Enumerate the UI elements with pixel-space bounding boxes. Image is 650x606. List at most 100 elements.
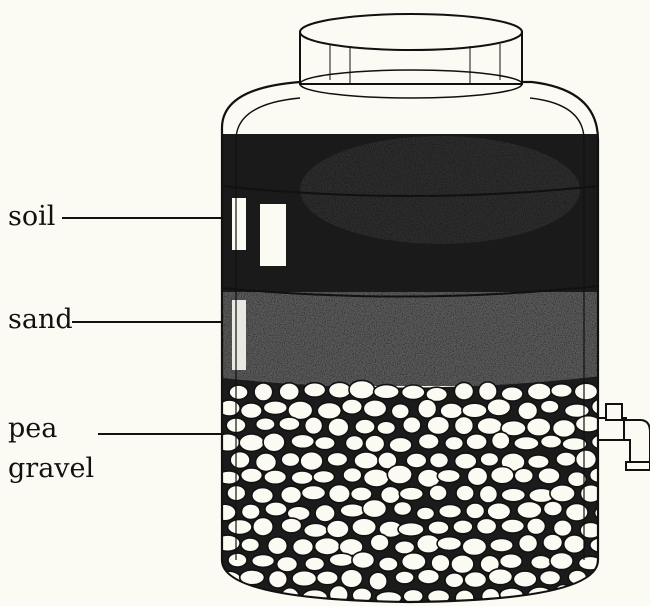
- pebble: [263, 401, 287, 415]
- pebble: [229, 588, 249, 606]
- pebble: [479, 382, 498, 401]
- pebble: [364, 469, 390, 487]
- pebble: [492, 432, 510, 449]
- pebble: [564, 535, 585, 553]
- pebble: [543, 501, 562, 516]
- pebble: [305, 557, 325, 571]
- pebble: [228, 520, 252, 535]
- pebble: [551, 384, 573, 398]
- leader-lines: [62, 218, 222, 434]
- pebble: [398, 523, 424, 537]
- pebble: [479, 485, 497, 503]
- pebble: [527, 418, 551, 436]
- pebble: [365, 435, 385, 452]
- pebble: [281, 453, 300, 467]
- pebble: [315, 538, 340, 555]
- pebble: [268, 537, 288, 555]
- pebble: [462, 403, 487, 418]
- pebble: [328, 418, 349, 437]
- pebble: [379, 557, 398, 571]
- pebble: [514, 437, 539, 451]
- pebble: [363, 400, 386, 417]
- pebble: [301, 486, 325, 501]
- pebble: [454, 382, 473, 400]
- pebble: [402, 553, 426, 571]
- pebble: [252, 554, 275, 567]
- pebble: [445, 436, 464, 450]
- pebble: [263, 433, 285, 452]
- pebble: [329, 485, 351, 503]
- pebble: [395, 571, 414, 584]
- pebble: [352, 552, 375, 569]
- pebble: [327, 520, 349, 538]
- pebble: [292, 571, 317, 587]
- pebble: [543, 534, 563, 551]
- pebble: [406, 453, 427, 468]
- pebble: [580, 589, 601, 606]
- pebble: [241, 403, 263, 419]
- pebble: [467, 467, 487, 486]
- pebble: [230, 452, 250, 469]
- pebble: [394, 502, 412, 516]
- pebble: [490, 538, 513, 552]
- pebble: [550, 485, 575, 502]
- pebble: [427, 416, 449, 434]
- pebble: [487, 503, 511, 520]
- pebble: [439, 504, 462, 518]
- pebble: [291, 471, 313, 485]
- pebble: [305, 417, 323, 435]
- pebble: [574, 383, 597, 400]
- pebble: [428, 521, 449, 535]
- soil-window-left: [232, 198, 246, 250]
- pebble: [418, 569, 440, 584]
- pebble: [565, 504, 588, 522]
- pebble: [291, 434, 314, 448]
- pebble: [431, 554, 450, 571]
- pebble: [418, 399, 437, 418]
- pebble: [241, 538, 260, 552]
- pebble: [265, 502, 287, 516]
- pebble: [528, 455, 550, 469]
- label-sand: sand: [8, 305, 73, 335]
- pebble: [395, 541, 415, 554]
- pebble: [576, 450, 597, 469]
- pebble: [464, 572, 486, 588]
- pebble: [281, 486, 302, 503]
- pebble: [540, 570, 561, 585]
- pebble: [477, 518, 497, 534]
- pebble: [352, 518, 376, 536]
- pebble: [437, 469, 460, 482]
- pebble: [229, 385, 248, 399]
- pebble: [269, 570, 288, 588]
- pebble: [340, 504, 365, 518]
- sand-window: [232, 300, 246, 370]
- pebble: [279, 383, 299, 401]
- pebble: [315, 437, 336, 450]
- pebble: [455, 590, 474, 606]
- pebble: [590, 538, 614, 553]
- pebble: [553, 419, 576, 437]
- pebble: [389, 437, 412, 452]
- pebble: [381, 486, 401, 503]
- pebble: [281, 588, 299, 606]
- pebble: [462, 538, 486, 556]
- pebble: [391, 404, 409, 419]
- pebble: [501, 519, 524, 533]
- pebble: [454, 416, 473, 434]
- pebble: [354, 452, 378, 469]
- pebble: [487, 399, 511, 416]
- pebble: [466, 434, 487, 450]
- pebble: [562, 438, 587, 451]
- pebble: [399, 487, 423, 500]
- pebble: [304, 383, 326, 397]
- pebble: [374, 385, 400, 399]
- pebble: [329, 382, 351, 398]
- pebble: [455, 453, 477, 469]
- pebble: [345, 435, 363, 450]
- pebble: [377, 421, 396, 434]
- pebble: [256, 453, 277, 472]
- label-pea: pea: [8, 414, 57, 444]
- pebble: [241, 468, 263, 483]
- pebble: [317, 402, 341, 419]
- pebble: [317, 571, 339, 585]
